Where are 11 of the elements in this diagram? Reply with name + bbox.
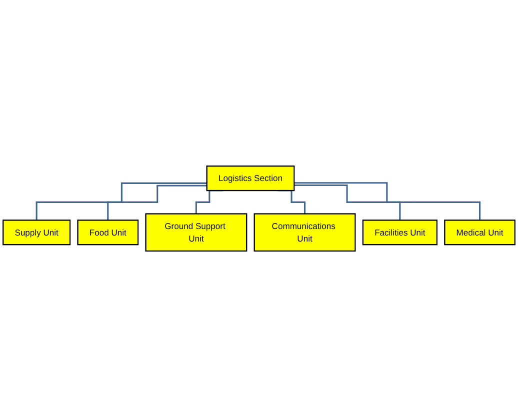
connector — [36, 182, 207, 221]
node-box: Medical Unit — [444, 220, 516, 246]
node-box: Facilities Unit — [362, 220, 438, 246]
node-box: Supply Unit — [2, 220, 71, 246]
node-box: Communications Unit — [254, 213, 356, 252]
connector — [294, 182, 481, 221]
node-box: Logistics Section — [206, 165, 295, 192]
node-box: Food Unit — [77, 220, 139, 246]
connector — [107, 184, 207, 221]
connector — [294, 184, 401, 221]
node-box: Ground Support Unit — [145, 213, 248, 252]
